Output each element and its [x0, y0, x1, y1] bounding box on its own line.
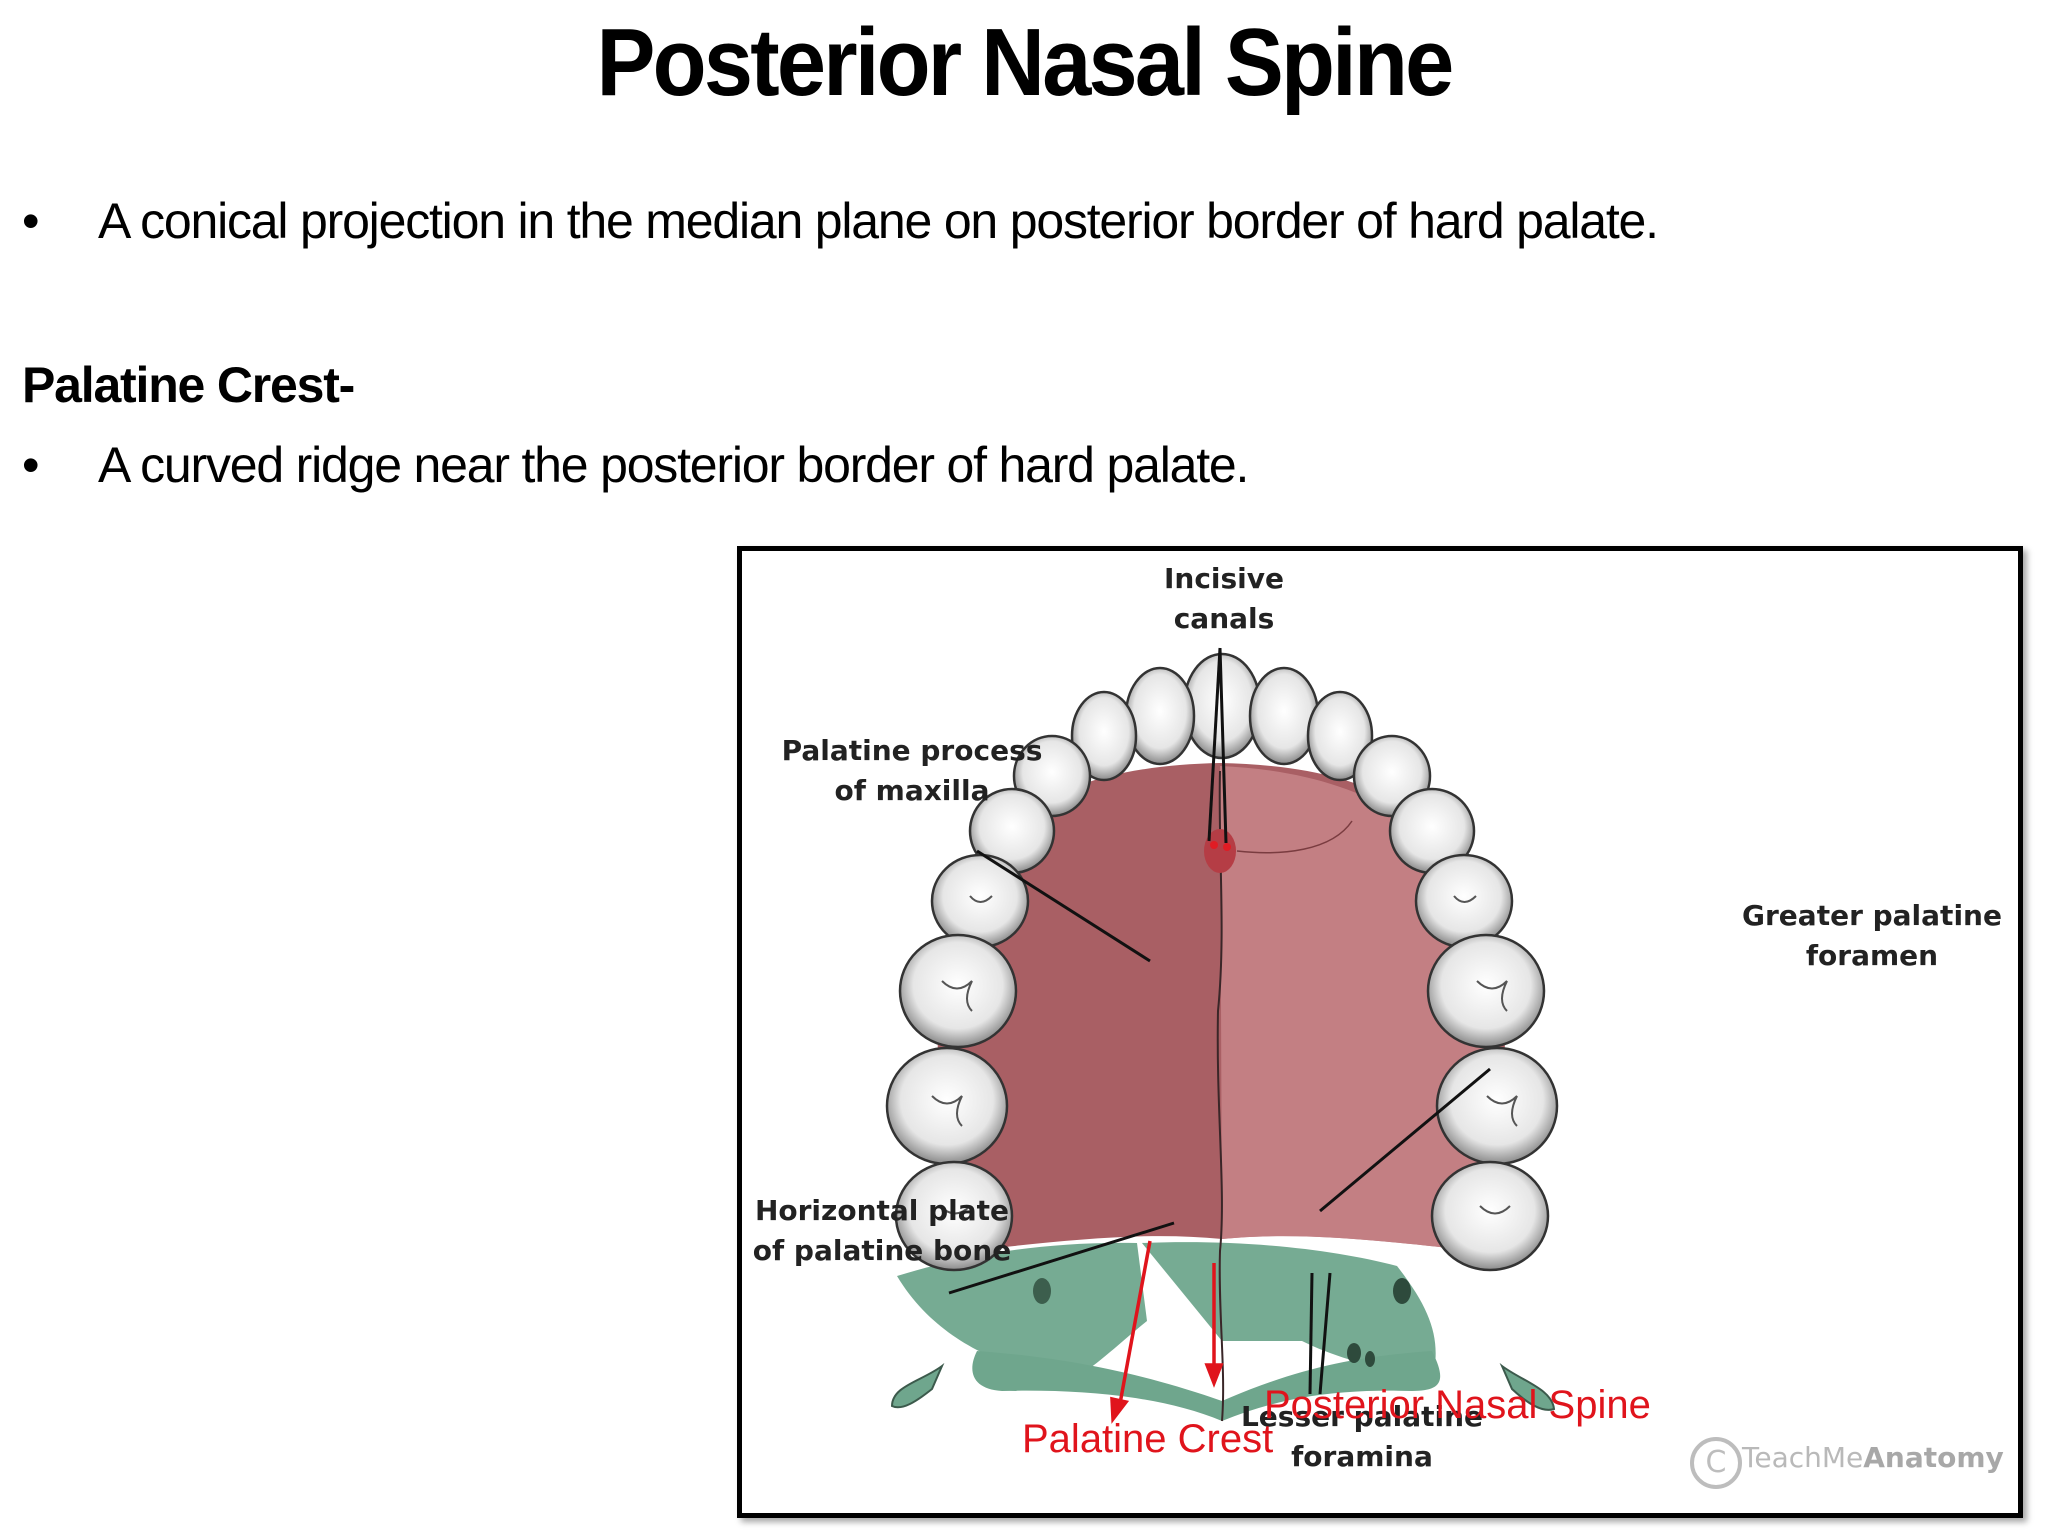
slide-title: Posterior Nasal Spine [596, 9, 1455, 116]
bullet-marker: • [22, 437, 40, 493]
teeth-arch [885, 652, 1559, 1272]
red-arrows [1110, 1240, 1224, 1424]
label-palatine-process: Palatine process of maxilla [781, 734, 1043, 807]
label-horizontal-plate: Horizontal plate of palatine bone [752, 1194, 1012, 1267]
label-leader-lines [948, 647, 1491, 1395]
bullet-text: A curved ridge near the posterior border… [98, 437, 1249, 493]
bullet-marker: • [22, 193, 40, 249]
credit-watermark: TeachMeAnatomy [1742, 1441, 2004, 1474]
label-lesser-palatine-foramina: Lesser palatine foramina [1240, 1400, 1484, 1473]
copyright-icon: C [1690, 1437, 1742, 1489]
label-palatine-crest: Palatine Crest [1022, 1417, 1274, 1461]
palate-illustration [885, 647, 1559, 1424]
section-heading: Palatine Crest- [22, 357, 355, 413]
label-posterior-nasal-spine: Posterior Nasal Spine [1264, 1383, 1651, 1427]
label-greater-palatine-foramen: Greater palatine foramen [1742, 899, 2002, 972]
bullet-text: A conical projection in the median plane… [98, 193, 1659, 249]
label-incisive-canals: Incisive canals [1163, 562, 1285, 635]
palate-figure: Incisive canals Palatine process of maxi… [737, 546, 2023, 1518]
tooth-grooves [931, 895, 1518, 1215]
